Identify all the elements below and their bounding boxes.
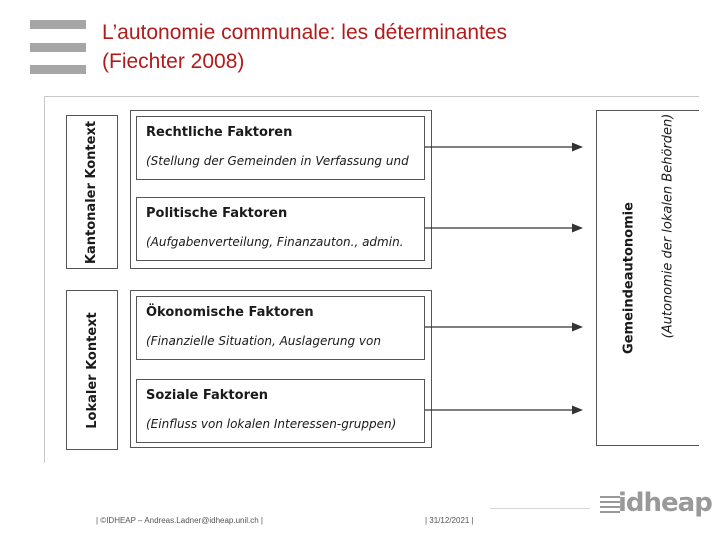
logo-bar-1 [30,20,86,29]
logo-bar-3 [30,65,86,74]
logo-bar-2 [30,43,86,52]
result-text: Gemeindeautonomie (Autonomie der lokalen… [621,114,675,391]
factor-title: Politische Faktoren [146,206,288,221]
slide-title-line1: L’autonomie communale: les déterminantes [102,21,508,44]
footer-divider [490,508,590,509]
result-box: Gemeindeautonomie (Autonomie der lokalen… [596,110,699,446]
determinants-diagram: Kantonaler Kontext Lokaler Kontext Recht… [44,96,699,463]
result-title: Gemeindeautonomie [621,202,637,354]
slide-title: L’autonomie communale: les déterminantes… [102,18,702,76]
arrow-political [425,223,583,233]
arrow-economic [425,322,583,332]
factor-subtitle: (Finanzielle Situation, Auslagerung von [146,334,381,348]
idheap-logo: idheap [600,488,713,522]
context-local-box: Lokaler Kontext [66,290,118,450]
factor-title: Rechtliche Faktoren [146,125,293,140]
factor-title: Ökonomische Faktoren [146,305,314,320]
result-subtitle: (Autonomie der lokalen Behörden) [660,113,676,339]
factor-box-economic: Ökonomische Faktoren (Finanzielle Situat… [136,296,425,360]
factor-box-social: Soziale Faktoren (Einfluss von lokalen I… [136,379,425,443]
context-cantonal-box: Kantonaler Kontext [66,115,118,269]
idheap-logo-text: idheap [618,488,713,518]
factor-subtitle: (Einfluss von lokalen Interessen-gruppen… [146,417,397,431]
factor-box-political: Politische Faktoren (Aufgabenverteilung,… [136,197,425,261]
arrows-layer [425,142,583,415]
footer-date: | 31/12/2021 | [425,516,474,525]
factor-box-legal: Rechtliche Faktoren (Stellung der Gemein… [136,116,425,180]
arrow-legal [425,142,583,152]
factor-title: Soziale Faktoren [146,388,269,403]
factor-subtitle: (Stellung der Gemeinden in Verfassung un… [146,154,409,168]
arrow-social [425,405,583,415]
slide-title-line2: (Fiechter 2008) [102,50,245,73]
footer-copyright: | ©IDHEAP – Andreas.Ladner@idheap.unil.c… [96,516,264,525]
factor-subtitle: (Aufgabenverteilung, Finanzauton., admin… [146,235,404,249]
